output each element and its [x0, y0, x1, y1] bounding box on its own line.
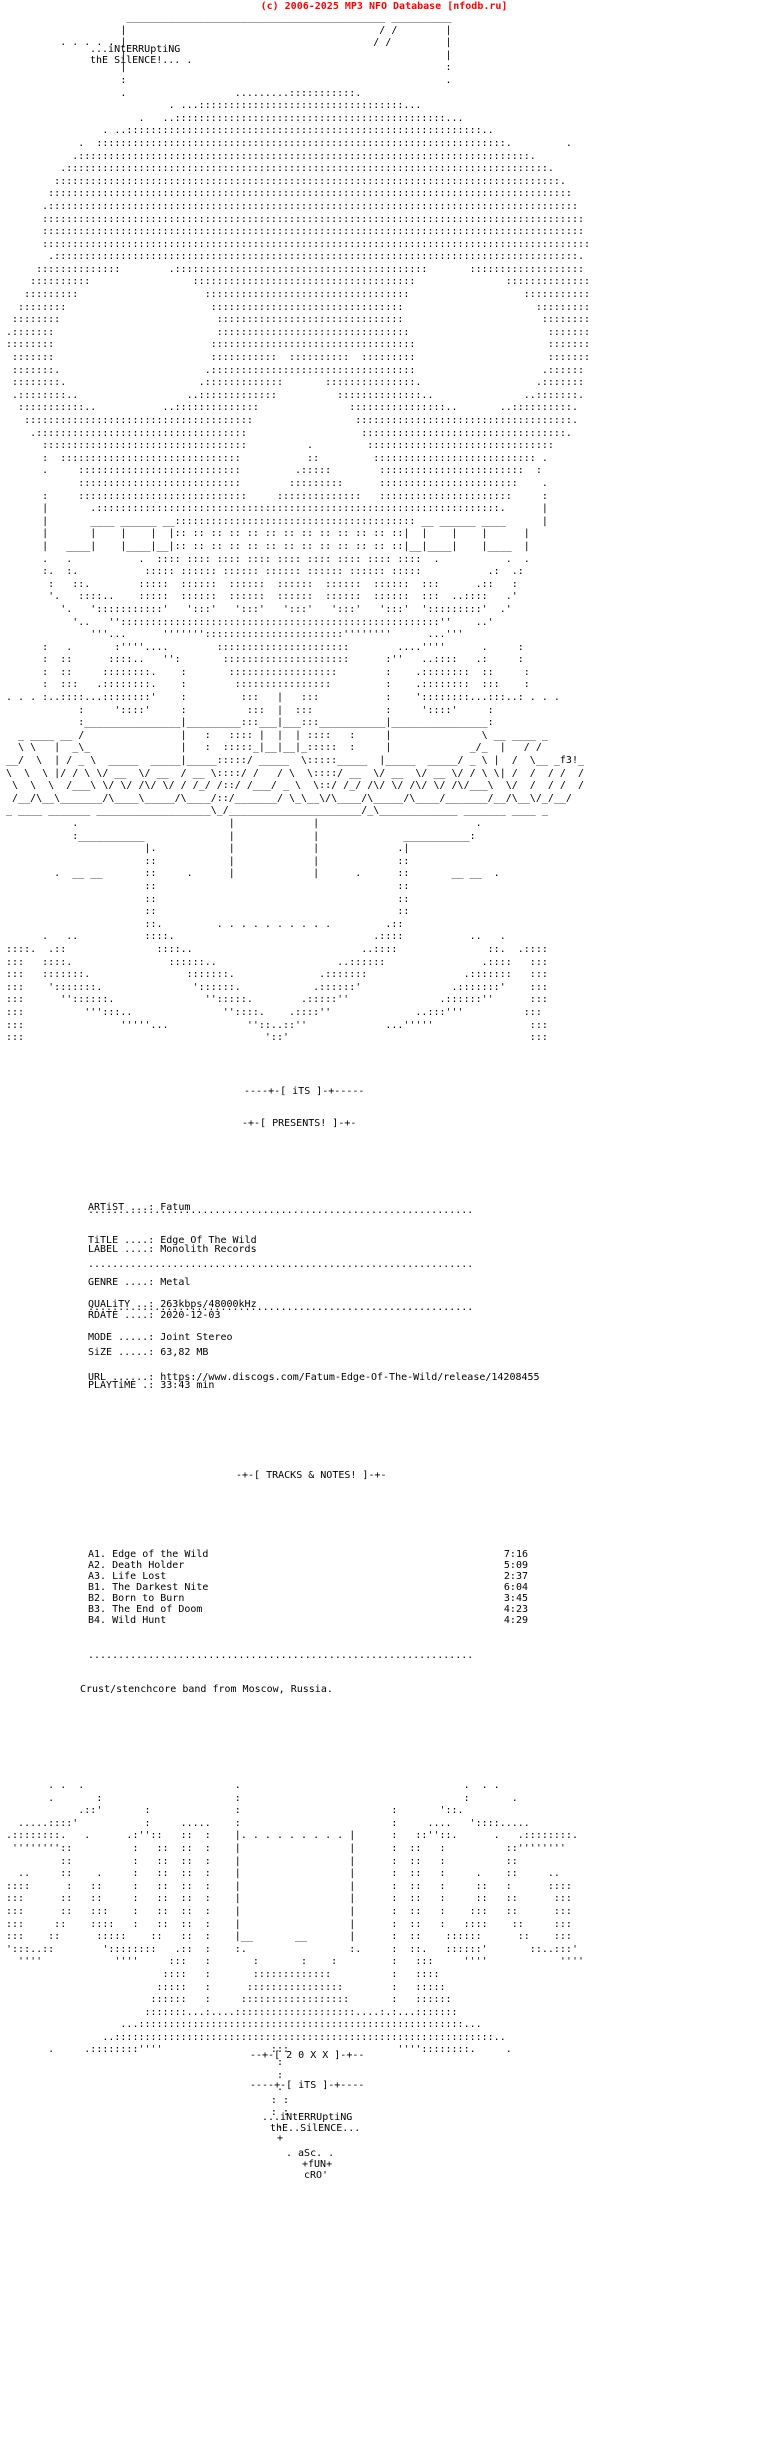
quality-label: QUALiTY ..:: [88, 1299, 155, 1310]
ascii-art-skull: ________________________________________…: [6, 12, 591, 1044]
mode-label: MODE .....:: [88, 1332, 155, 1343]
url-label: URL ......:: [88, 1372, 155, 1383]
footer-name-line1: ...iNtERRUptiNG: [262, 2112, 353, 2123]
release-label-block: LABEL ....: Monolith Records GENRE ....:…: [88, 1222, 257, 1332]
playtime-value: 33:43 min: [160, 1380, 215, 1391]
label-label: LABEL ....:: [88, 1244, 155, 1255]
footer-credit3: cRO': [304, 2170, 329, 2181]
divider: ........................................…: [88, 1650, 474, 1661]
label-value: Monolith Records: [160, 1244, 257, 1255]
genre-label: GENRE ....:: [88, 1277, 155, 1288]
rdate-value: 2020-12-03: [160, 1310, 221, 1321]
rdate-label: RDATE ....:: [88, 1310, 155, 1321]
site-header-link[interactable]: (c) 2006-2025 MP3 NFO Database [nfodb.ru…: [260, 1, 508, 12]
release-quality-block: QUALiTY ..: 263kbps/48000kHz MODE .....:…: [88, 1277, 257, 1354]
footer-its-banner: ----+-[ iTS ]-+----: [250, 2080, 365, 2091]
footer-name-line2: thE..SilENCE...: [270, 2123, 361, 2134]
presents-banner: -+-[ PRESENTS! ]-+-: [242, 1118, 357, 1129]
tracks-notes-banner: -+-[ TRACKS & NOTES! ]-+-: [236, 1470, 387, 1481]
size-value: 63,82 MB: [160, 1347, 209, 1358]
footer-credit1: . aSc. .: [286, 2148, 335, 2159]
release-url-block: URL ......: https://www.discogs.com/Fatu…: [88, 1350, 540, 1394]
its-banner: ----+-[ iTS ]-+-----: [244, 1086, 365, 1097]
playtime-label: PLAYTiME .:: [88, 1380, 155, 1391]
site-header: (c) 2006-2025 MP3 NFO Database [nfodb.ru…: [0, 0, 768, 14]
ascii-art-footer: . . . . . . . . : : : . .::' :: [6, 1780, 584, 2144]
divider: ........................................…: [88, 1302, 474, 1313]
notes-text: Crust/stenchcore band from Moscow, Russi…: [80, 1684, 333, 1695]
artist-value: Fatum: [160, 1202, 191, 1213]
release-info-block: ARTiST ...: Fatum TiTLE ....: Edge Of Th…: [88, 1180, 257, 1257]
artist-label: ARTiST ...:: [88, 1202, 155, 1213]
divider: ........................................…: [88, 1205, 474, 1216]
quality-value: 263kbps/48000kHz: [160, 1299, 257, 1310]
url-link[interactable]: https://www.discogs.com/Fatum-Edge-Of-Th…: [160, 1372, 540, 1383]
title-value: Edge Of The Wild: [160, 1235, 257, 1246]
release-size-block: SiZE .....: 63,82 MB PLAYTiME .: 33:43 m…: [88, 1325, 214, 1402]
group-name-line1: ...iNtERRUptiNG: [90, 44, 181, 55]
mode-value: Joint Stereo: [160, 1332, 233, 1343]
title-label: TiTLE ....:: [88, 1235, 155, 1246]
group-name-line2: thE SilENCE!... .: [90, 55, 193, 66]
genre-value: Metal: [160, 1277, 191, 1288]
footer-credit2: +fUN+: [302, 2159, 333, 2170]
divider: ........................................…: [88, 1259, 474, 1270]
size-label: SiZE .....:: [88, 1347, 155, 1358]
footer-year-banner: --+-[ 2 0 X X ]-+--: [250, 2050, 365, 2061]
